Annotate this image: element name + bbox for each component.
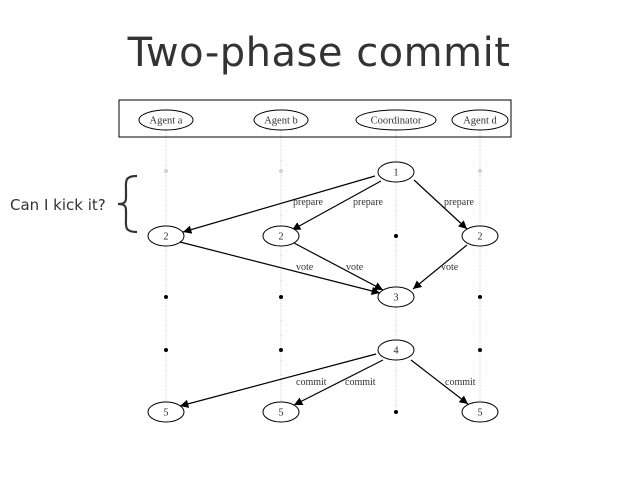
lifelines	[165, 130, 481, 410]
edge-label-vote-d: vote	[441, 262, 459, 273]
vote-arrows	[179, 241, 468, 295]
agent-d-label: Agent d	[463, 116, 497, 127]
node-d-5: 5	[461, 401, 499, 423]
side-note: Can I kick it?	[10, 196, 106, 214]
edge-label-commit-b: commit	[296, 377, 327, 388]
lifeline-markers	[164, 169, 482, 173]
edge-label-prepare-coord: prepare	[353, 197, 384, 208]
node-b-5-label: 5	[279, 408, 284, 419]
curly-brace	[117, 174, 138, 234]
coordinator: Coordinator	[355, 109, 437, 131]
agent-a-label: Agent a	[150, 116, 183, 127]
node-d-5-label: 5	[478, 408, 483, 419]
agent-d: Agent d	[451, 109, 509, 131]
node-a-2-label: 2	[164, 232, 169, 243]
node-d-2: 2	[461, 225, 499, 247]
node-d-2-label: 2	[478, 232, 483, 243]
node-coord-1-label: 1	[394, 168, 399, 179]
coordinator-label: Coordinator	[371, 116, 422, 127]
node-coord-1: 1	[377, 161, 415, 183]
node-coord-3-label: 3	[394, 293, 399, 304]
edge-label-vote-b2: vote	[346, 262, 364, 273]
agent-b-label: Agent b	[264, 116, 298, 127]
slide-title: Two-phase commit	[127, 30, 511, 76]
event-dots	[164, 234, 482, 414]
prepare-arrows	[182, 175, 468, 234]
agent-b: Agent b	[253, 109, 309, 131]
node-coord-4-label: 4	[394, 346, 399, 357]
edge-label-vote-b: vote	[296, 262, 314, 273]
edge-label-commit-d: commit	[445, 377, 476, 388]
node-a-2: 2	[147, 225, 185, 247]
node-a-5: 5	[147, 401, 185, 423]
node-a-5-label: 5	[164, 408, 169, 419]
node-b-2: 2	[262, 225, 300, 247]
edge-label-prepare-b: prepare	[293, 197, 324, 208]
commit-arrows	[179, 353, 469, 408]
node-b-5: 5	[262, 401, 300, 423]
node-coord-4: 4	[377, 339, 415, 361]
edge-label-commit-coord: commit	[345, 377, 376, 388]
edge-label-prepare-d: prepare	[444, 197, 475, 208]
node-coord-3: 3	[377, 286, 415, 308]
node-b-2-label: 2	[279, 232, 284, 243]
agent-a: Agent a	[138, 109, 194, 131]
